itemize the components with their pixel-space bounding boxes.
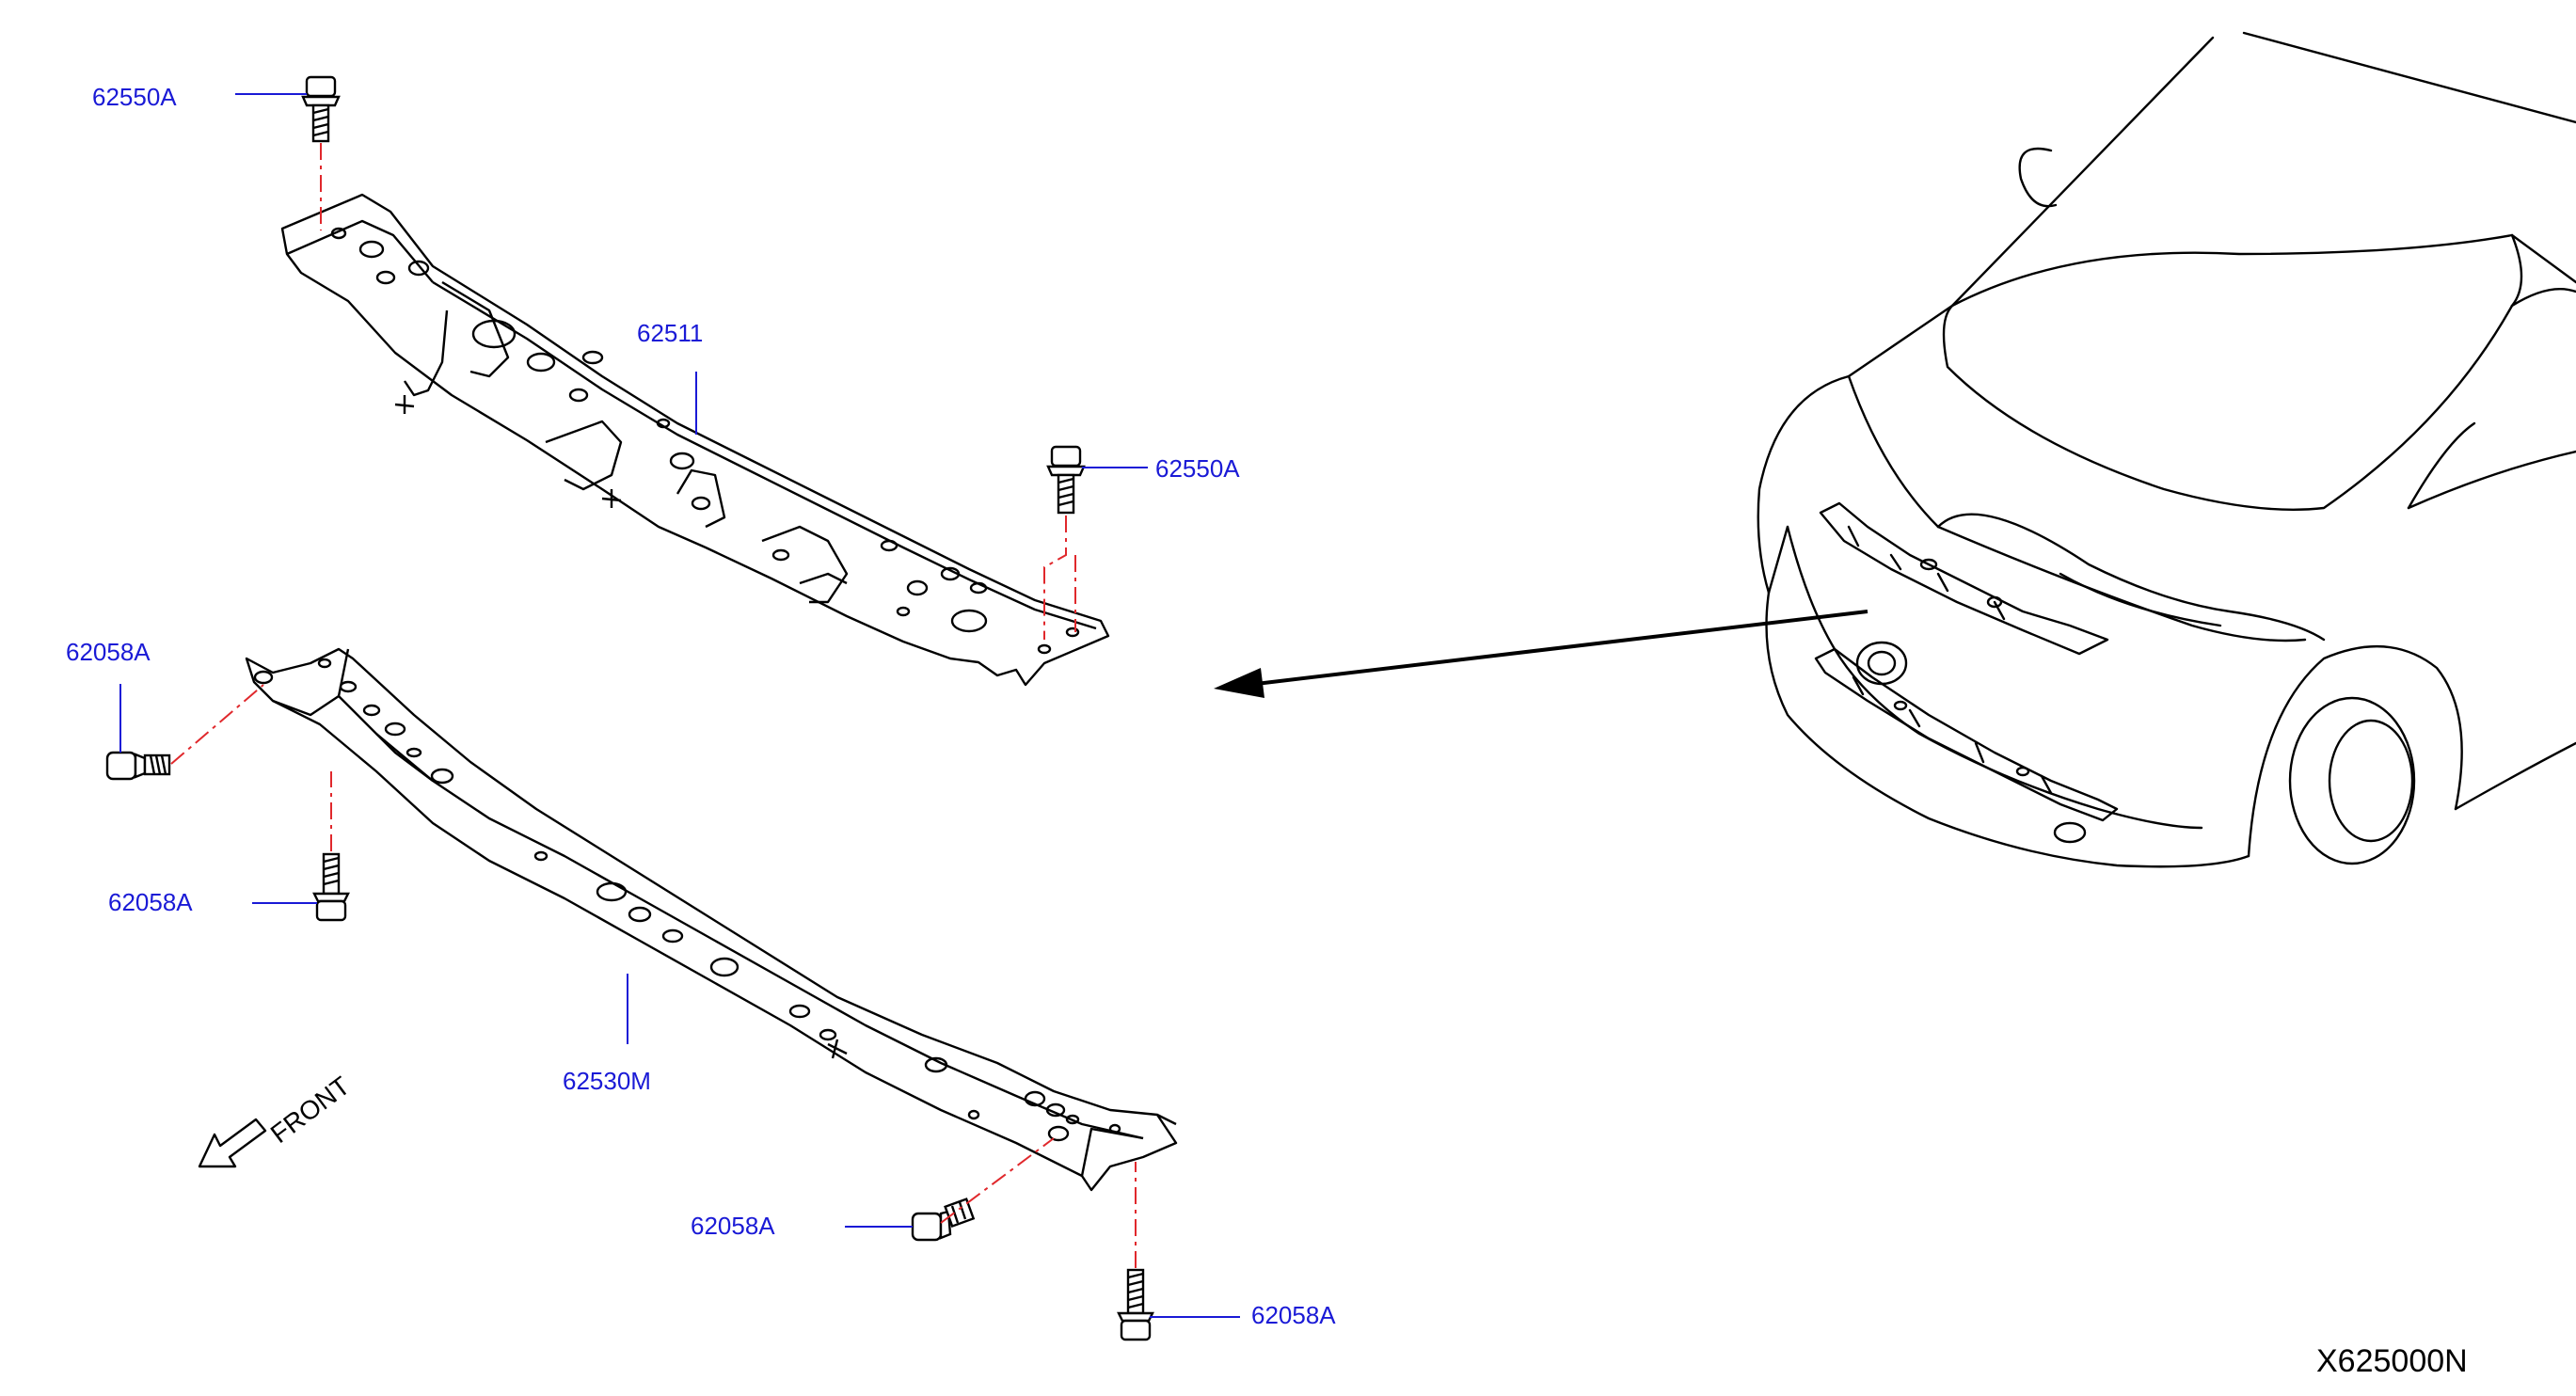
callout-62550a-top-left: 62550A xyxy=(92,83,177,111)
callout-62058a-right-lower: 62058A xyxy=(1251,1301,1336,1329)
diagram-reference-id: X625000N xyxy=(2316,1343,2468,1379)
callout-62530m: 62530M xyxy=(563,1067,651,1095)
bolt-top-right xyxy=(1046,445,1086,515)
callout-62550a-top-right: 62550A xyxy=(1155,454,1240,483)
bolt-top-left xyxy=(301,75,341,143)
upper-radiator-core-support xyxy=(280,193,1110,687)
bolt-left-end xyxy=(105,751,171,781)
lower-radiator-core-support xyxy=(245,647,1178,1192)
bolt-right-lower xyxy=(1117,1268,1154,1341)
callout-62511: 62511 xyxy=(637,319,704,347)
vehicle-location-drawing xyxy=(1757,31,2576,868)
callout-62058a-left-lower: 62058A xyxy=(108,888,193,916)
front-arrow-icon xyxy=(198,1118,267,1168)
assembly-dash-lines xyxy=(170,143,1137,1268)
callout-leader-lines xyxy=(119,93,1240,1318)
callout-62058a-left-end: 62058A xyxy=(66,638,151,666)
bolt-left-lower xyxy=(312,852,350,922)
callout-62058a-right-end: 62058A xyxy=(691,1212,775,1240)
bolt-right-end xyxy=(911,1198,976,1242)
